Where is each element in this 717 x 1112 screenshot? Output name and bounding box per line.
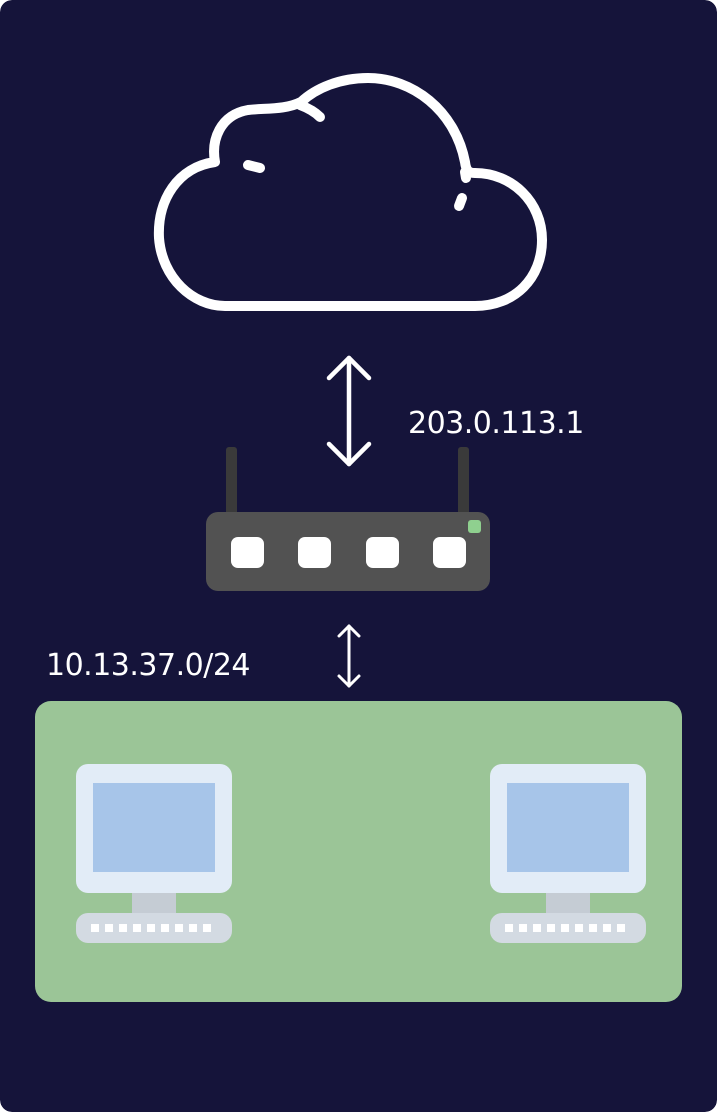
monitor-neck [132, 893, 176, 913]
monitor-screen [93, 783, 215, 872]
router-antenna-left [226, 447, 237, 517]
monitor-screen [507, 783, 629, 872]
keyboard-keys [91, 924, 211, 932]
router-status-led [468, 520, 481, 533]
router-port [298, 537, 331, 568]
wan-ip-label: 203.0.113.1 [408, 406, 584, 441]
router-port [433, 537, 466, 568]
router-body [206, 512, 490, 591]
router-icon [206, 447, 490, 591]
router-port [366, 537, 399, 568]
router-port [231, 537, 264, 568]
keyboard-keys [505, 924, 625, 932]
wan-link-arrow [326, 355, 372, 467]
lan-subnet-label: 10.13.37.0/24 [46, 648, 251, 683]
computer-icon [490, 764, 646, 943]
cloud-icon [153, 73, 547, 311]
computer-icon [76, 764, 232, 943]
router-antenna-right [458, 447, 469, 517]
monitor-neck [546, 893, 590, 913]
lan-link-arrow [337, 624, 361, 688]
